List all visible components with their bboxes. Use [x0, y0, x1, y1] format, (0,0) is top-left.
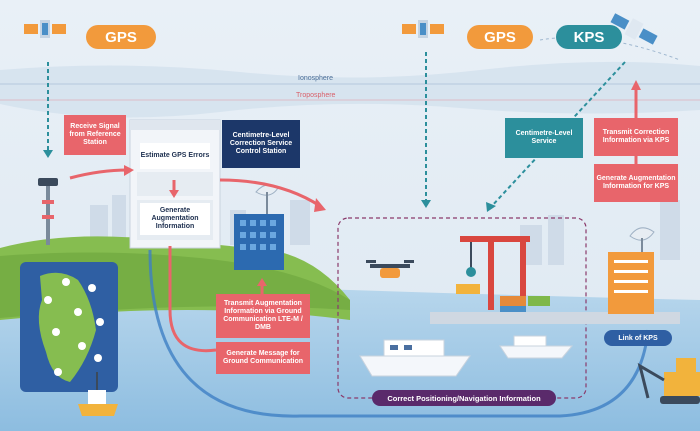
ship-icon	[78, 372, 118, 416]
receive-signal-box: Receive Signal from Reference Station	[64, 115, 126, 155]
arrow-head	[314, 198, 326, 212]
ship-icon	[359, 339, 471, 377]
server-building	[234, 214, 284, 270]
satellite-icon	[402, 20, 444, 38]
arrow-head	[43, 150, 53, 158]
arrow-head	[486, 202, 496, 212]
transmit-kps-box: Transmit Correction Information via KPS	[594, 118, 678, 156]
generate-message-box: Generate Message for Ground Communicatio…	[216, 342, 310, 374]
ionosphere-label: Ionosphere	[298, 75, 334, 82]
radar-dish-icon	[629, 227, 655, 252]
crane-icon	[460, 236, 530, 310]
atmosphere-band	[0, 61, 700, 118]
drone-icon	[366, 260, 414, 278]
arrow-head	[169, 190, 179, 198]
arrow-head	[631, 80, 641, 90]
arrow-head	[124, 165, 134, 176]
estimate-errors-box: Estimate GPS Errors	[140, 143, 210, 169]
kps-orbit	[539, 37, 681, 61]
pier	[430, 312, 680, 324]
antenna-icon	[38, 178, 58, 245]
arrow-head	[421, 200, 431, 208]
transmit-ground-box: Transmit Augmentation Information via Gr…	[216, 294, 310, 338]
gps-pill-right: GPS	[467, 25, 533, 49]
loop-path	[148, 249, 650, 418]
containers	[456, 284, 550, 314]
generate-augmentation-box: Generate Augmentation Information	[140, 203, 210, 235]
kps-building	[608, 252, 654, 314]
troposphere-label: Troposphere	[296, 92, 336, 99]
link-kps-pill: Link of KPS	[604, 330, 672, 346]
arrow-head	[257, 278, 267, 286]
satellite-icon	[24, 20, 66, 38]
excavator-icon	[637, 358, 700, 404]
correct-positioning-pill: Correct Positioning/Navigation Informati…	[372, 390, 556, 406]
centimetre-service-box: Centimetre-Level Service	[505, 118, 583, 158]
satellite-icon	[610, 13, 658, 45]
korea-map-inset	[20, 262, 118, 392]
kps-pill: KPS	[556, 25, 622, 49]
control-station-box: Centimetre-Level Correction Service Cont…	[222, 120, 300, 168]
generate-kps-box: Generate Augmentation Information for KP…	[594, 164, 678, 202]
gps-pill-left: GPS	[86, 25, 156, 49]
ship-icon	[499, 335, 574, 359]
